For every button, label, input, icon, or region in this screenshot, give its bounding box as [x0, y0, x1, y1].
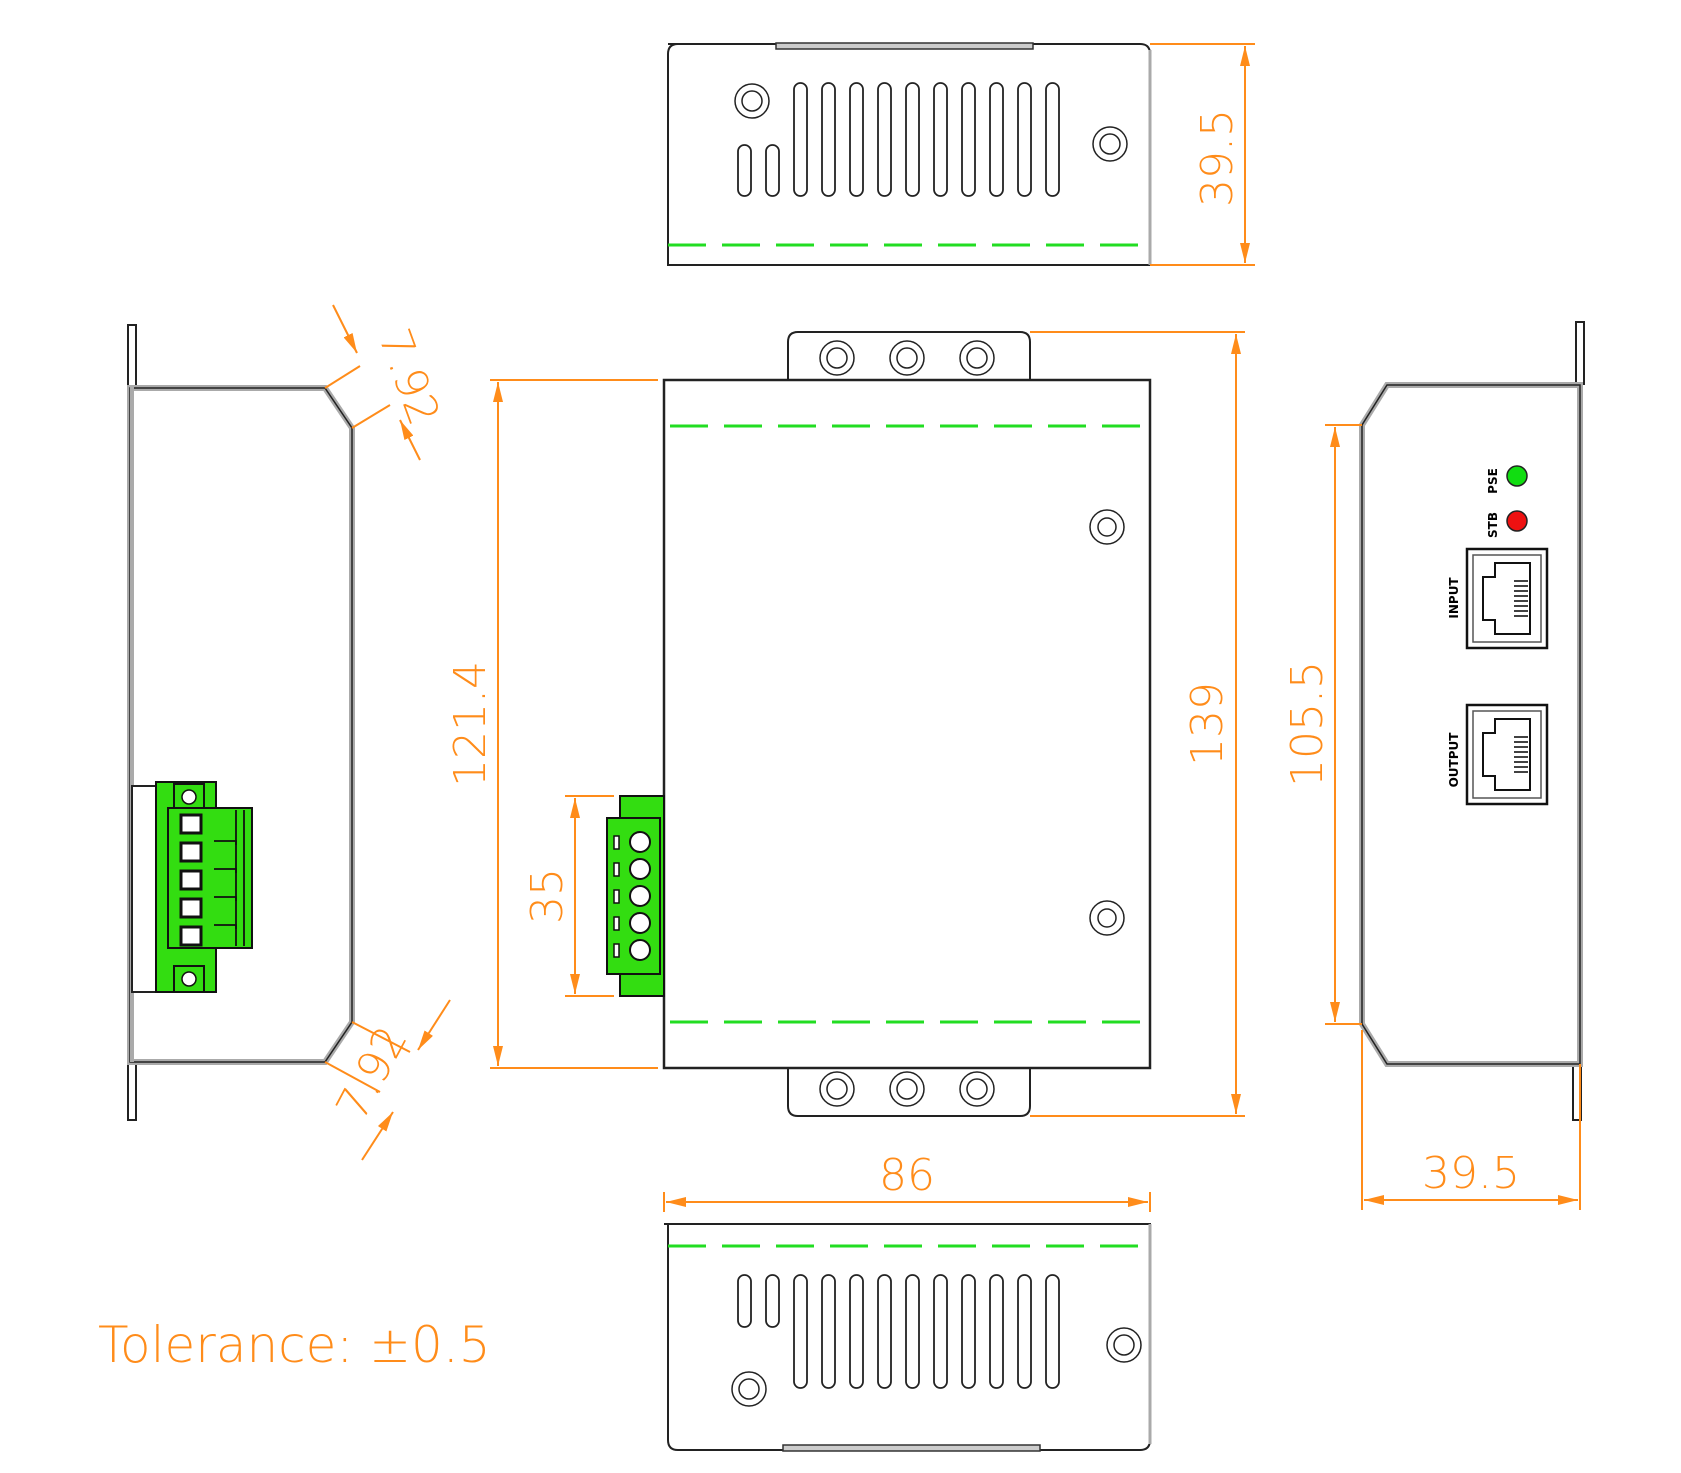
top-view: 39.5: [667, 42, 1255, 266]
terminal-screw: [629, 912, 651, 934]
terminal-block: [606, 795, 665, 997]
terminal-screw: [629, 831, 651, 853]
led-label-stb: STB: [1486, 512, 1500, 538]
terminal-screw: [629, 858, 651, 880]
vent-slot-long: [933, 82, 948, 197]
terminal-slot: [613, 862, 620, 877]
rj45-port-input: [1465, 547, 1549, 650]
screw-hole-icon: [1106, 1327, 1142, 1363]
vent-slot-long: [989, 1274, 1004, 1389]
screw-hole-icon: [889, 1071, 925, 1107]
vent-slot-long: [793, 1274, 808, 1389]
vent-slot-long: [933, 1274, 948, 1389]
vent-slot-long: [877, 82, 892, 197]
dim-width: 86: [879, 1150, 935, 1201]
port-label-output: OUTPUT: [1447, 732, 1461, 788]
terminal-slot: [613, 889, 620, 904]
terminal-socket: [179, 869, 203, 891]
right-side-view: PSE STB INPUT OUTPUT 105.5 39.5: [1282, 321, 1585, 1210]
vent-slot-long: [961, 1274, 976, 1389]
screw-hole-icon: [819, 1071, 855, 1107]
vent-slot-long: [793, 82, 808, 197]
vent-slot-long: [821, 1274, 836, 1389]
screw-hole-icon: [1089, 900, 1125, 936]
vent-slot-long: [905, 1274, 920, 1389]
vent-slot-long: [1045, 1274, 1060, 1389]
port-label-input: INPUT: [1447, 577, 1461, 619]
vent-slot-long: [1045, 82, 1060, 197]
vent-slot-long: [961, 82, 976, 197]
left-side-view: 7.92 7.92: [127, 304, 451, 1161]
screw-hole-icon: [731, 1371, 767, 1407]
screw-hole-icon: [819, 340, 855, 376]
bottom-view: [664, 1223, 1152, 1452]
vent-slot-short: [765, 1274, 780, 1328]
terminal-screw: [629, 939, 651, 961]
dim-terminal-span: 35: [522, 868, 573, 924]
front-view: 121.4 139 35 86: [445, 331, 1245, 1212]
vent-slots: [737, 82, 1060, 197]
led-label-pse: PSE: [1486, 468, 1500, 494]
dim-chamfer-top: 7.92: [368, 322, 449, 432]
screw-hole-icon: [959, 340, 995, 376]
terminal-block: [155, 781, 253, 993]
tolerance-note: Tolerance: ±0.5: [98, 1316, 491, 1374]
screw-hole-icon: [889, 340, 925, 376]
mount-tab: [127, 324, 137, 388]
terminal-slot: [613, 835, 620, 850]
led-pse-indicator: [1506, 465, 1528, 487]
top-lip: [775, 42, 1034, 50]
vent-slots: [737, 1274, 1060, 1389]
terminal-socket: [179, 841, 203, 863]
vent-slot-long: [821, 82, 836, 197]
vent-slot-long: [849, 82, 864, 197]
dim-body-height: 121.4: [445, 661, 496, 787]
screw-hole-icon: [1092, 126, 1128, 162]
mount-tab: [127, 1057, 137, 1121]
vent-slot-long: [877, 1274, 892, 1389]
vent-slot-long: [989, 82, 1004, 197]
dim-top-height: 39.5: [1192, 109, 1243, 207]
vent-slot-short: [737, 1274, 752, 1328]
dim-overall-height: 139: [1182, 682, 1233, 766]
terminal-slot: [613, 943, 620, 958]
dim-side-depth: 39.5: [1422, 1148, 1520, 1199]
mount-flange-top: [787, 331, 1031, 381]
terminal-socket: [179, 897, 203, 919]
screw-hole-icon: [959, 1071, 995, 1107]
vent-slot-long: [1017, 1274, 1032, 1389]
terminal-socket: [179, 813, 203, 835]
rj45-port-output: [1465, 703, 1549, 806]
dim-inner-height: 105.5: [1282, 661, 1333, 787]
screw-hole-icon: [1089, 509, 1125, 545]
bottom-lip: [782, 1444, 1041, 1452]
terminal-socket: [179, 925, 203, 947]
mount-tab: [1575, 321, 1585, 385]
vent-slot-long: [849, 1274, 864, 1389]
terminal-slot: [613, 916, 620, 931]
screw-hole-icon: [734, 83, 770, 119]
led-stb-indicator: [1506, 510, 1528, 532]
terminal-screw: [629, 885, 651, 907]
vent-slot-short: [737, 144, 752, 197]
vent-slot-long: [1017, 82, 1032, 197]
enclosure-body: [662, 378, 1152, 1070]
vent-slot-short: [765, 144, 780, 197]
vent-slot-long: [905, 82, 920, 197]
